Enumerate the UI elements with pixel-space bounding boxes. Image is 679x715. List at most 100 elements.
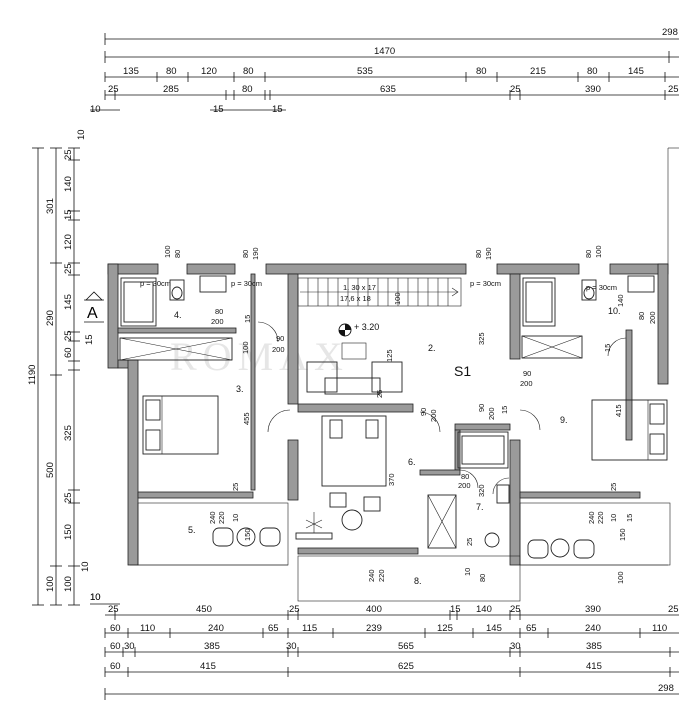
dim-b65: 65: [268, 623, 279, 634]
op-w4b: 100: [594, 245, 603, 258]
op-d7b: 200: [458, 481, 471, 490]
dim-b400: 400: [366, 604, 382, 615]
op-d10b: 200: [648, 311, 657, 324]
dim-301: 301: [45, 198, 56, 214]
dim-d60: 60: [110, 661, 121, 672]
dim-100: 100: [45, 576, 56, 592]
op-v25b: 25: [465, 538, 474, 546]
staircase: 1. 30 x 17 17,6 x 18 S1: [297, 277, 471, 379]
op-v325: 325: [477, 332, 486, 345]
room-3: 3.: [236, 384, 244, 394]
dim-635: 635: [380, 84, 396, 95]
op-d6b: 200: [429, 409, 438, 422]
dim-l25b: 25: [63, 263, 74, 274]
op-p4: p = 30cm: [586, 283, 617, 292]
dim-535: 535: [357, 66, 373, 77]
room-2: 2.: [428, 343, 436, 353]
dim-b15: 15: [450, 604, 461, 615]
op-w3b: 190: [484, 247, 493, 260]
top-dimensions: 298 1470 135 80 120 80 535 80 215 80 145: [90, 27, 679, 115]
op-v15: 15: [500, 406, 509, 414]
dim-b140: 140: [476, 604, 492, 615]
ticks-row2: [104, 72, 666, 82]
section-label: A: [87, 305, 98, 322]
opening-labels: 100 80 80 190 80 190 80 100 p = 30cm p =…: [140, 245, 657, 584]
op-v150b: 150: [618, 528, 627, 541]
dim-b125: 125: [437, 623, 453, 634]
op-p2: p = 30cm: [231, 279, 262, 288]
dim-10: 10: [90, 104, 101, 115]
dim-c30c: 30: [510, 641, 521, 652]
dim-l15b: 15: [84, 334, 95, 345]
op-w1b: 80: [173, 250, 182, 258]
op-d2bb: 200: [487, 407, 496, 420]
dim-120: 120: [201, 66, 217, 77]
dim-l10c: 10: [90, 592, 101, 603]
dim-b25d: 25: [668, 604, 679, 615]
dim-l325: 325: [63, 425, 74, 441]
stair-label: S1: [454, 363, 471, 379]
door-swings: [257, 321, 627, 495]
dim-b115: 115: [302, 623, 317, 634]
dim-25: 25: [108, 84, 119, 95]
level-value: + 3.20: [354, 322, 379, 332]
section-marker: A: [84, 291, 104, 323]
op-d5bb: 220: [596, 511, 605, 524]
dim-c385b: 385: [586, 641, 602, 652]
ticks-row3: [104, 90, 666, 100]
op-d6a: 90: [419, 408, 428, 416]
dim-80b: 80: [243, 66, 254, 77]
op-d7a: 80: [461, 472, 469, 481]
room-7: 7.: [476, 502, 484, 512]
dim-d415: 415: [200, 661, 216, 672]
op-d4a: 80: [215, 307, 223, 316]
dim-l10: 10: [76, 129, 87, 140]
dim-25c: 25: [668, 84, 679, 95]
dim-l25d: 25: [63, 492, 74, 503]
dim-c30: 30: [124, 641, 135, 652]
dim-d625: 625: [398, 661, 414, 672]
dim-c385: 385: [204, 641, 220, 652]
dim-b25b: 25: [289, 604, 300, 615]
op-w3a: 80: [474, 250, 483, 258]
dim-390: 390: [585, 84, 601, 95]
op-w1a: 100: [163, 245, 172, 258]
dim-1190: 1190: [27, 365, 38, 385]
op-d5bc: 10: [609, 514, 618, 522]
op-v15c: 15: [625, 514, 634, 522]
op-d5b: 220: [217, 511, 226, 524]
dim-145: 145: [628, 66, 644, 77]
dim-l120: 120: [63, 234, 74, 250]
dim-l25c: 25: [63, 330, 74, 341]
room-9: 9.: [560, 415, 568, 425]
op-d5c: 10: [231, 514, 240, 522]
dim-b65b: 65: [526, 623, 537, 634]
dim-500: 500: [45, 462, 56, 478]
walls: [107, 147, 679, 566]
dim-b10: 10: [90, 592, 101, 603]
dim-b145: 145: [486, 623, 502, 634]
dim-b25c: 25: [510, 604, 521, 615]
room-10: 10.: [608, 306, 621, 316]
op-v370: 370: [387, 473, 396, 486]
op-w2a: 80: [241, 250, 250, 258]
op-v125: 125: [385, 349, 394, 362]
dim-15: 15: [213, 104, 224, 115]
dim-80: 80: [166, 66, 177, 77]
dim-l150: 150: [63, 524, 74, 540]
dim-l145: 145: [63, 294, 74, 310]
terraces: [130, 502, 671, 602]
dim-b25: 25: [108, 604, 119, 615]
dim-c565: 565: [398, 641, 414, 652]
bottom-dimensions: 10 25 450 25 400 15 140 25 390 25: [90, 592, 679, 700]
op-p1: p = 30cm: [140, 279, 171, 288]
op-d5bd: 25: [609, 483, 618, 491]
op-d3b: 100: [393, 292, 402, 305]
op-w2b: 190: [251, 247, 260, 260]
op-v100: 100: [241, 341, 250, 354]
op-d5ba: 240: [587, 511, 596, 524]
dim-b110: 110: [140, 623, 155, 634]
op-h455: 455: [242, 412, 251, 425]
watermark: ROMAX: [170, 334, 349, 379]
